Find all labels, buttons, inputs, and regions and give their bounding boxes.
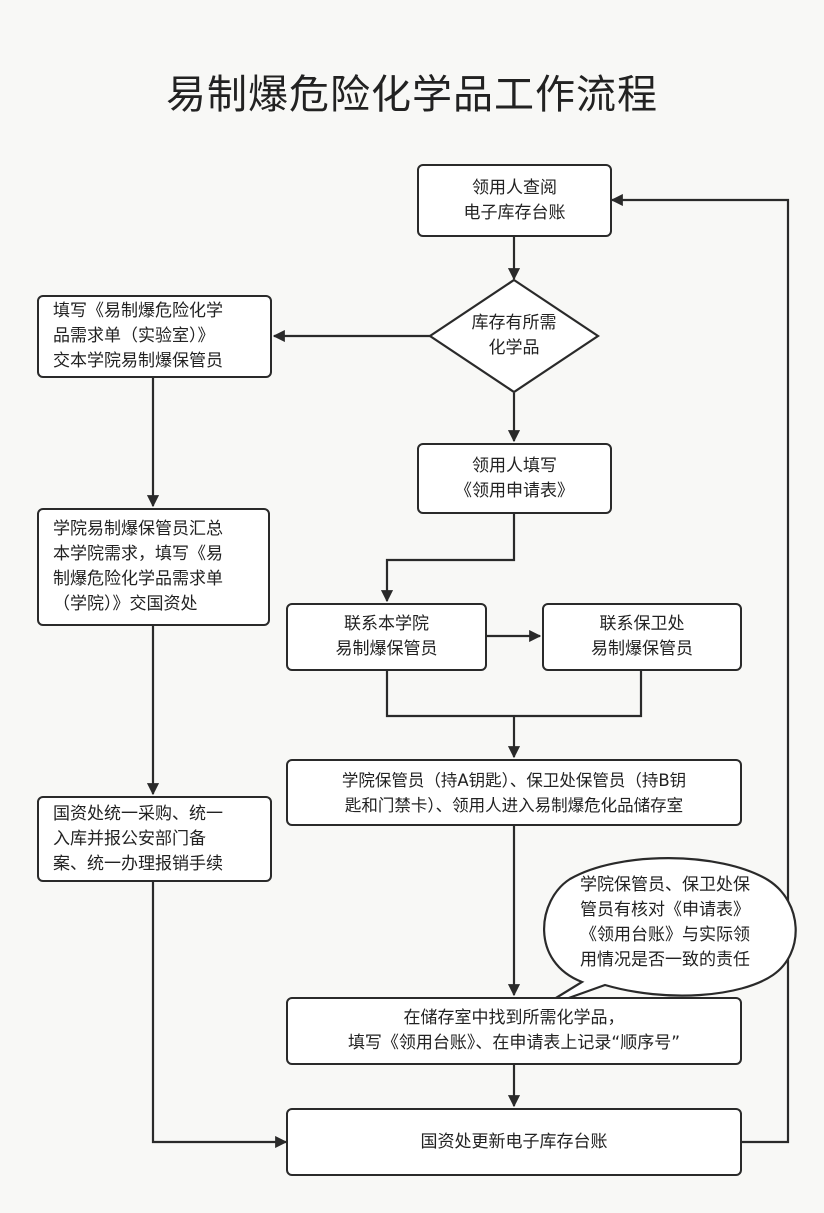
node-line: 化学品 [488, 338, 540, 358]
node-line: 易制爆保管员 [591, 639, 693, 659]
node-line: 匙和门禁卡）、领用人进入易制爆危化品储存室 [344, 795, 684, 815]
node-line: 《领用申请表》 [455, 480, 574, 501]
check-ledger-box: 领用人查阅 电子库存台账 [417, 164, 612, 237]
node-line: 领用人填写 [472, 455, 557, 476]
unified-purchase-box: 国资处统一采购、统一 入库并报公安部门备 案、统一办理报销手续 [37, 796, 272, 882]
node-line: 交本学院易制爆保管员 [53, 351, 223, 371]
node-line: 学院易制爆保管员汇总 [53, 519, 223, 539]
node-line: 在储存室中找到所需化学品， [403, 1008, 625, 1028]
enter-storage-box: 学院保管员（持A钥匙）、保卫处保管员（持B钥 匙和门禁卡）、领用人进入易制爆危化… [286, 759, 742, 826]
find-and-record-box: 在储存室中找到所需化学品， 填写《领用台账》、在申请表上记录“顺序号” [286, 997, 742, 1065]
node-line: 领用人查阅 [472, 177, 557, 198]
callout-line: 管员有核对《申请表》 [580, 900, 750, 920]
node-line: 库存有所需 [471, 313, 557, 333]
arrow-application-to-contact [380, 514, 516, 603]
node-line: 易制爆保管员 [335, 639, 438, 659]
node-line: 案、统一办理报销手续 [53, 853, 223, 874]
node-line: 电子库存台账 [463, 202, 566, 223]
fill-demand-form-box: 填写《易制爆危险化学 品需求单（实验室）》 交本学院易制爆保管员 [37, 295, 272, 378]
update-ledger-box: 国资处更新电子库存台账 [286, 1108, 742, 1176]
node-line: 国资处统一采购、统一 [53, 803, 223, 824]
node-line: 填写《领用台账》、在申请表上记录“顺序号” [347, 1033, 681, 1053]
node-line: 入库并报公安部门备 [53, 828, 206, 849]
node-line: （学院）》交国资处 [53, 594, 198, 614]
contact-security-keeper-box: 联系保卫处 易制爆保管员 [542, 603, 742, 671]
node-line: 学院保管员（持A钥匙）、保卫处保管员（持B钥 [341, 770, 687, 790]
page-title: 易制爆危险化学品工作流程 [166, 72, 658, 118]
node-line: 填写《易制爆危险化学 [53, 301, 223, 321]
in-stock-decision-label: 库存有所需 化学品 [454, 311, 574, 361]
decision-diamond [428, 278, 600, 394]
callout-line: 《领用台账》与实际领 [580, 925, 750, 945]
node-line: 制爆危险化学品需求单 [53, 569, 223, 589]
callout-bubble [537, 857, 797, 1011]
arrow-loop-back-to-ledger [610, 193, 790, 1144]
fill-application-box: 领用人填写 《领用申请表》 [417, 443, 612, 514]
node-line: 本学院需求，填写《易 [53, 544, 223, 564]
college-summary-box: 学院易制爆保管员汇总 本学院需求，填写《易 制爆危险化学品需求单 （学院）》交国… [37, 508, 270, 626]
connector-keepers-merge [385, 671, 643, 718]
contact-college-keeper-box: 联系本学院 易制爆保管员 [286, 603, 487, 671]
callout-text: 学院保管员、保卫处保 管员有核对《申请表》 《领用台账》与实际领 用情况是否一致… [550, 873, 780, 973]
callout-line: 学院保管员、保卫处保 [580, 875, 750, 895]
arrow-purchase-to-update [151, 882, 288, 1149]
callout-line: 用情况是否一致的责任 [580, 950, 750, 970]
node-line: 联系本学院 [344, 614, 429, 634]
node-line: 联系保卫处 [599, 614, 685, 634]
node-line: 国资处更新电子库存台账 [420, 1131, 608, 1152]
node-line: 品需求单（实验室）》 [53, 326, 215, 346]
